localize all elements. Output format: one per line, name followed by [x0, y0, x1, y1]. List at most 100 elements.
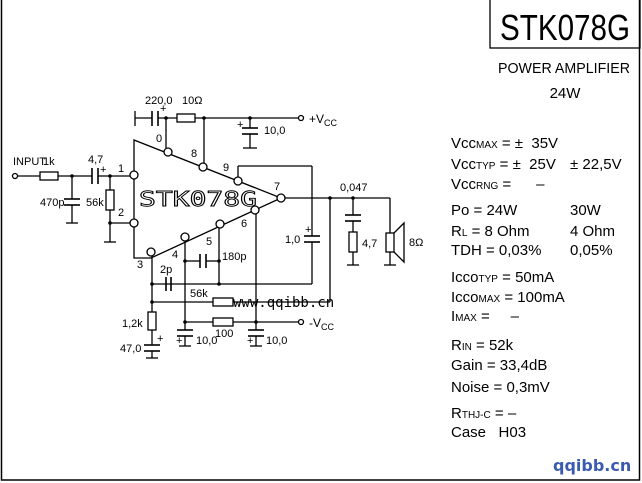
- speaker-icon: [385, 221, 405, 264]
- spec-subscript: MAX: [476, 140, 498, 151]
- svg-text:10,0: 10,0: [266, 335, 287, 347]
- resistor-56k-in: [105, 189, 115, 211]
- spec-value-alt: 0,05%: [570, 242, 613, 259]
- svg-text:7: 7: [274, 181, 280, 193]
- svg-text:1k: 1k: [43, 156, 55, 168]
- svg-text:+: +: [176, 335, 182, 347]
- spec-subscript: TYP: [479, 274, 499, 285]
- input-label: INPUT: [13, 156, 46, 168]
- spec-value: = 50mA: [502, 269, 554, 286]
- svg-text:+: +: [247, 335, 253, 347]
- component-labels: INPUT 1k 4,7 470p 56k 220,0 10Ω +VCC 10,…: [13, 95, 423, 355]
- spec-value: = 0,3mV: [494, 379, 550, 396]
- spec-value: = ± 25V: [500, 156, 556, 173]
- svg-text:2p: 2p: [160, 264, 172, 276]
- svg-text:470p: 470p: [40, 197, 64, 209]
- svg-text:+: +: [160, 103, 166, 115]
- svg-text:1,2k: 1,2k: [122, 318, 143, 330]
- spec-subscript: MAX: [479, 294, 501, 305]
- spec-row: VccTYP = ± 25V: [451, 156, 556, 173]
- spec-row: VccMAX = ± 35V: [451, 135, 558, 152]
- spec-value: = 33,4dB: [487, 357, 547, 374]
- svg-text:+: +: [305, 224, 311, 236]
- svg-text:56k: 56k: [190, 288, 208, 300]
- svg-text:2: 2: [118, 207, 124, 219]
- resistor-1-2k: [147, 311, 157, 331]
- svg-text:1: 1: [118, 163, 124, 175]
- svg-text:+: +: [157, 333, 163, 345]
- power-heading: 24W: [550, 85, 582, 102]
- title: STK078G: [500, 7, 630, 48]
- spec-label: R: [451, 223, 462, 240]
- svg-text:4: 4: [172, 249, 178, 261]
- spec-row: RIN = 52k: [451, 337, 514, 354]
- vcc-neg-terminal: [297, 318, 305, 326]
- spec-row: IMAX = –: [451, 308, 520, 325]
- spec-row: Gain = 33,4dB: [451, 357, 547, 374]
- polarity-marks: + + + + + + +: [100, 103, 311, 347]
- spec-row: IccoMAX = 100mA: [451, 289, 565, 306]
- resistor-100: [212, 317, 234, 327]
- vcc-pos-terminal: [297, 114, 305, 122]
- resistor-4-7: [348, 231, 358, 253]
- spec-value: = ± 35V: [502, 135, 558, 152]
- spec-subscript: IN: [462, 342, 472, 353]
- resistors: [39, 113, 358, 331]
- spec-value: = 8 Ohm: [472, 223, 530, 240]
- spec-subscript: L: [462, 228, 468, 239]
- spec-value: = –: [495, 405, 517, 422]
- spec-value: = 100mA: [504, 289, 564, 306]
- spec-label: R: [451, 405, 462, 422]
- spec-label: R: [451, 337, 462, 354]
- spec-value: = –: [502, 176, 545, 193]
- svg-text:220,0: 220,0: [145, 95, 173, 107]
- spec-row: IccoTYP = 50mA: [451, 269, 554, 286]
- spec-subscript: TYP: [476, 161, 496, 172]
- spec-label: TDH: [451, 242, 482, 259]
- spec-value: = 24W: [474, 202, 519, 219]
- spec-value: = –: [481, 308, 520, 325]
- spec-label: I: [451, 308, 455, 325]
- svg-text:47,0: 47,0: [120, 343, 141, 355]
- svg-text:9: 9: [223, 162, 229, 174]
- spec-row: Po = 24W: [451, 202, 518, 219]
- spec-label: Po: [451, 202, 469, 219]
- svg-text:6: 6: [241, 218, 247, 230]
- svg-text:+: +: [237, 119, 243, 131]
- spec-label: Vcc: [451, 176, 477, 193]
- svg-text:100: 100: [215, 328, 233, 340]
- svg-text:56k: 56k: [86, 197, 104, 209]
- svg-text:4,7: 4,7: [362, 238, 377, 250]
- spec-subscript: MAX: [455, 313, 477, 324]
- svg-text:4,7: 4,7: [88, 154, 103, 166]
- spec-label: Case: [451, 424, 486, 441]
- svg-text:+: +: [100, 164, 106, 176]
- spec-label: Icco: [451, 269, 479, 286]
- input-terminal: [11, 172, 19, 180]
- junction-dots: [70, 116, 355, 324]
- spec-subscript: RNG: [476, 181, 498, 192]
- vcc-neg-label: -VCC: [309, 316, 334, 332]
- wires: [18, 111, 396, 359]
- spec-value: H03: [490, 424, 526, 441]
- svg-text:0,047: 0,047: [340, 182, 368, 194]
- svg-text:180p: 180p: [222, 251, 246, 263]
- vcc-pos-label: +VCC: [309, 112, 338, 128]
- spec-label: Vcc: [451, 135, 477, 152]
- ic-pins: [129, 147, 286, 257]
- spec-value: = 0,03%: [486, 242, 541, 259]
- svg-text:10,0: 10,0: [196, 335, 217, 347]
- spec-row: Case H03: [451, 424, 526, 441]
- title-box: [489, 0, 641, 49]
- resistor-1k: [39, 171, 59, 181]
- svg-text:3: 3: [137, 259, 143, 271]
- site-logo: qqibb.cn: [553, 456, 631, 475]
- spec-label: Vcc: [451, 156, 477, 173]
- spec-subscript: THJ-C: [462, 410, 491, 421]
- spec-label: Noise: [451, 379, 489, 396]
- svg-text:10Ω: 10Ω: [182, 95, 202, 107]
